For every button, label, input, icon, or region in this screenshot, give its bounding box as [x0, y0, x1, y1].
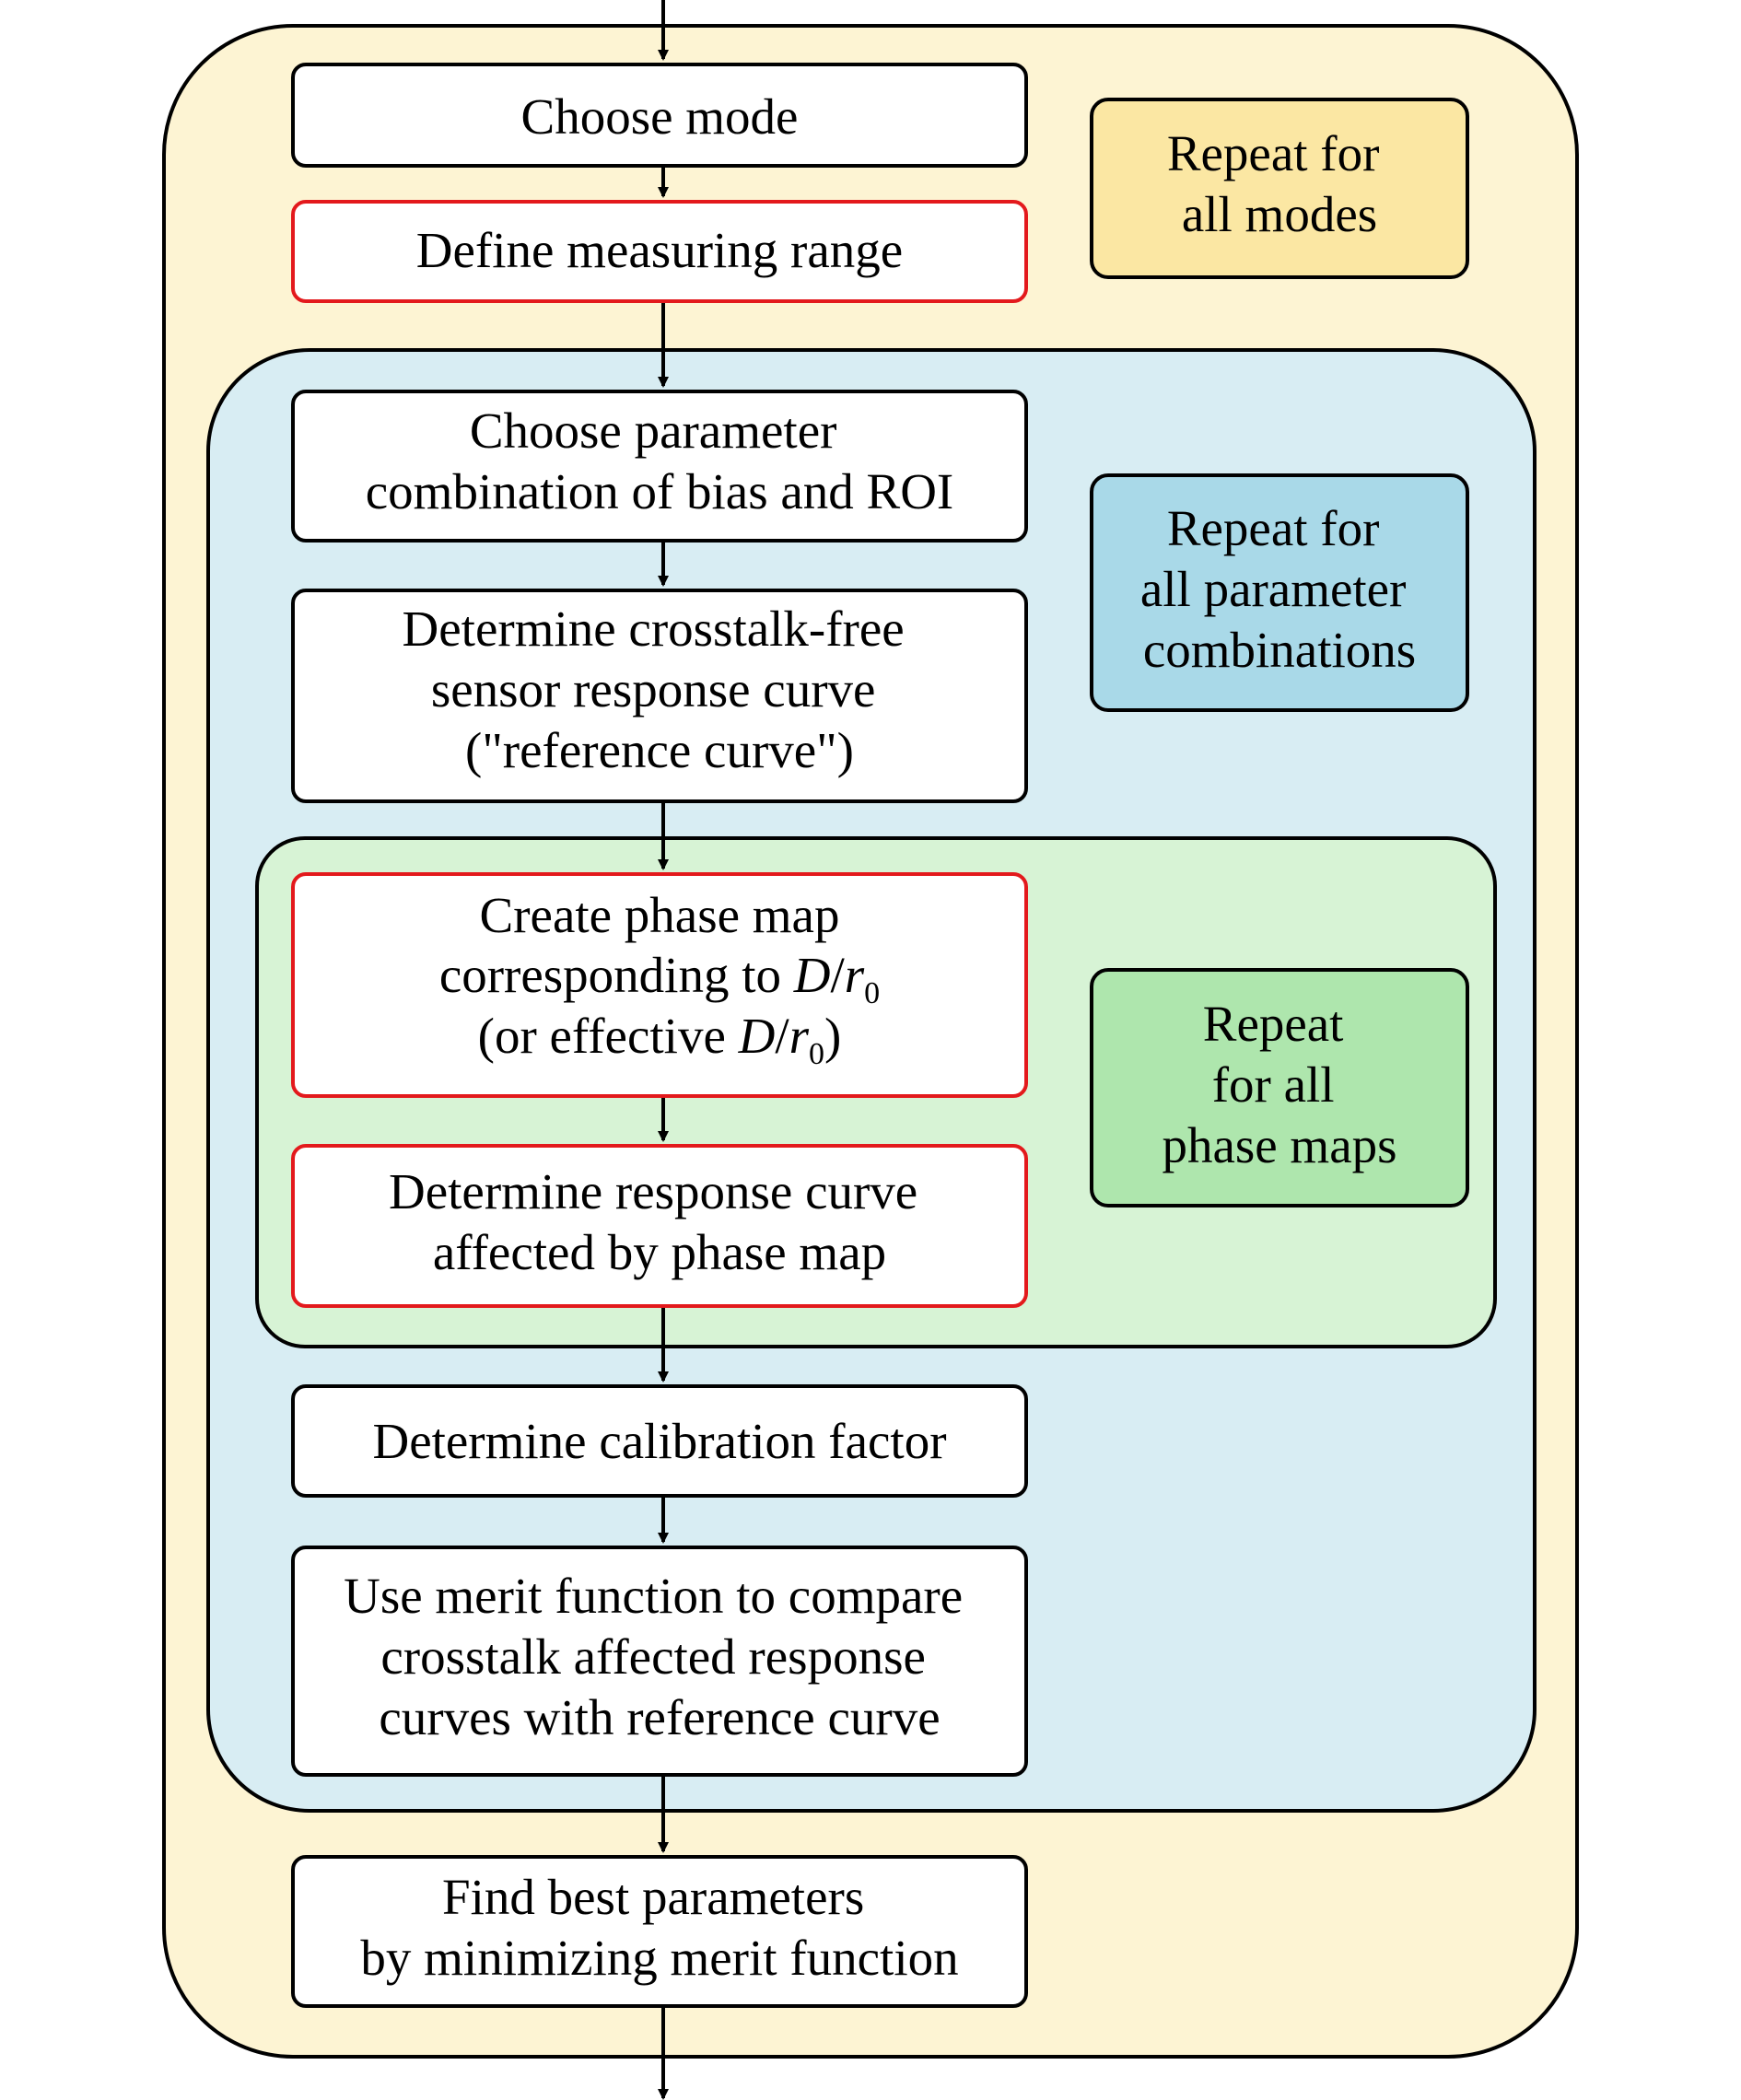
- step-line-d-over-r0: corresponding to D/r0: [439, 947, 880, 1010]
- repeat-box: [1090, 473, 1469, 712]
- step-find-best-parameters: Find best parameters by minimizing merit…: [291, 1855, 1028, 2008]
- step-define-measuring-range: Define measuring range: [291, 200, 1028, 303]
- repeat-line: Repeat for: [1167, 500, 1380, 556]
- step-line: Choose parameter: [470, 402, 837, 459]
- step-line: Determine response curve: [389, 1163, 917, 1219]
- step-line: Determine calibration factor: [372, 1413, 946, 1469]
- step-line: Use merit function to compare: [344, 1568, 963, 1624]
- step-line: curves with reference curve: [379, 1689, 940, 1745]
- step-box: [291, 872, 1028, 1098]
- step-box: [291, 1384, 1028, 1498]
- repeat-line: Repeat for: [1167, 125, 1380, 181]
- step-line: by minimizing merit function: [360, 1930, 958, 1986]
- svg-text:Determine crosstalk-free: Determine crosstalk-free sensor response…: [403, 601, 917, 778]
- step-line: crosstalk affected response: [380, 1628, 926, 1685]
- repeat-line: phase maps: [1162, 1117, 1396, 1173]
- step-choose-mode: Choose mode: [291, 63, 1028, 168]
- repeat-box: [1090, 968, 1469, 1208]
- svg-text:Choose mode: Choose mode: [521, 88, 799, 145]
- repeat-line: all parameter: [1140, 561, 1407, 617]
- svg-text:Repeat for all pha: Repeat for all phase maps: [1162, 996, 1396, 1173]
- repeat-line: for all: [1212, 1056, 1335, 1113]
- step-box: [291, 1855, 1028, 2008]
- step-choose-parameters: Choose parameter combination of bias and…: [291, 390, 1028, 542]
- svg-text:Use merit function to compare: Use merit function to compare crosstalk …: [344, 1568, 976, 1745]
- step-box: [291, 200, 1028, 303]
- step-create-phase-map: Create phase map corresponding to D/r0 (…: [291, 872, 1028, 1098]
- repeat-box: [1090, 98, 1469, 279]
- svg-text:Find best parameters by: Find best parameters by minimizing merit…: [360, 1869, 958, 1986]
- svg-text:Determine calibration factor: Determine calibration factor: [372, 1413, 946, 1469]
- step-line: combination of bias and ROI: [366, 463, 954, 519]
- step-line: affected by phase map: [433, 1224, 886, 1280]
- step-box: [291, 1144, 1028, 1308]
- repeat-line: combinations: [1143, 622, 1416, 678]
- repeat-line: Repeat: [1203, 996, 1344, 1052]
- svg-text:Create phase map: Create phase map: [480, 887, 840, 943]
- svg-text:Define measuring range: Define measuring range: [416, 222, 903, 278]
- step-line: sensor response curve: [431, 661, 876, 718]
- step-line: Determine crosstalk-free: [403, 601, 905, 657]
- step-box: [291, 1546, 1028, 1777]
- step-box: [291, 63, 1028, 168]
- repeat-label-parameters: Repeat for all parameter combinations: [1090, 473, 1469, 712]
- svg-text:Choose parameter combina: Choose parameter combination of bias and…: [366, 402, 954, 519]
- step-calibration-factor: Determine calibration factor: [291, 1384, 1028, 1498]
- repeat-line: all modes: [1182, 186, 1377, 242]
- step-line-effective-d-over-r0: (or effective D/r0): [478, 1008, 842, 1071]
- svg-text:Repeat for all parameter: Repeat for all parameter combinations: [1140, 500, 1419, 678]
- step-line: ("reference curve"): [465, 722, 854, 778]
- step-line: Create phase map: [480, 887, 840, 943]
- step-line: Choose mode: [521, 88, 799, 145]
- step-reference-curve: Determine crosstalk-free sensor response…: [291, 589, 1028, 803]
- step-affected-response-curve: Determine response curve affected by pha…: [291, 1144, 1028, 1308]
- step-line: Find best parameters: [442, 1869, 864, 1925]
- step-merit-function: Use merit function to compare crosstalk …: [291, 1546, 1028, 1777]
- repeat-label-modes: Repeat for all modes: [1090, 98, 1469, 279]
- step-box: [291, 390, 1028, 542]
- step-line: Define measuring range: [416, 222, 903, 278]
- repeat-label-phase-maps: Repeat for all phase maps: [1090, 968, 1469, 1208]
- step-box: [291, 589, 1028, 803]
- svg-text:Determine response curve: Determine response curve affected by pha…: [389, 1163, 930, 1280]
- svg-text:Repeat for all modes: Repeat for all modes: [1167, 125, 1392, 242]
